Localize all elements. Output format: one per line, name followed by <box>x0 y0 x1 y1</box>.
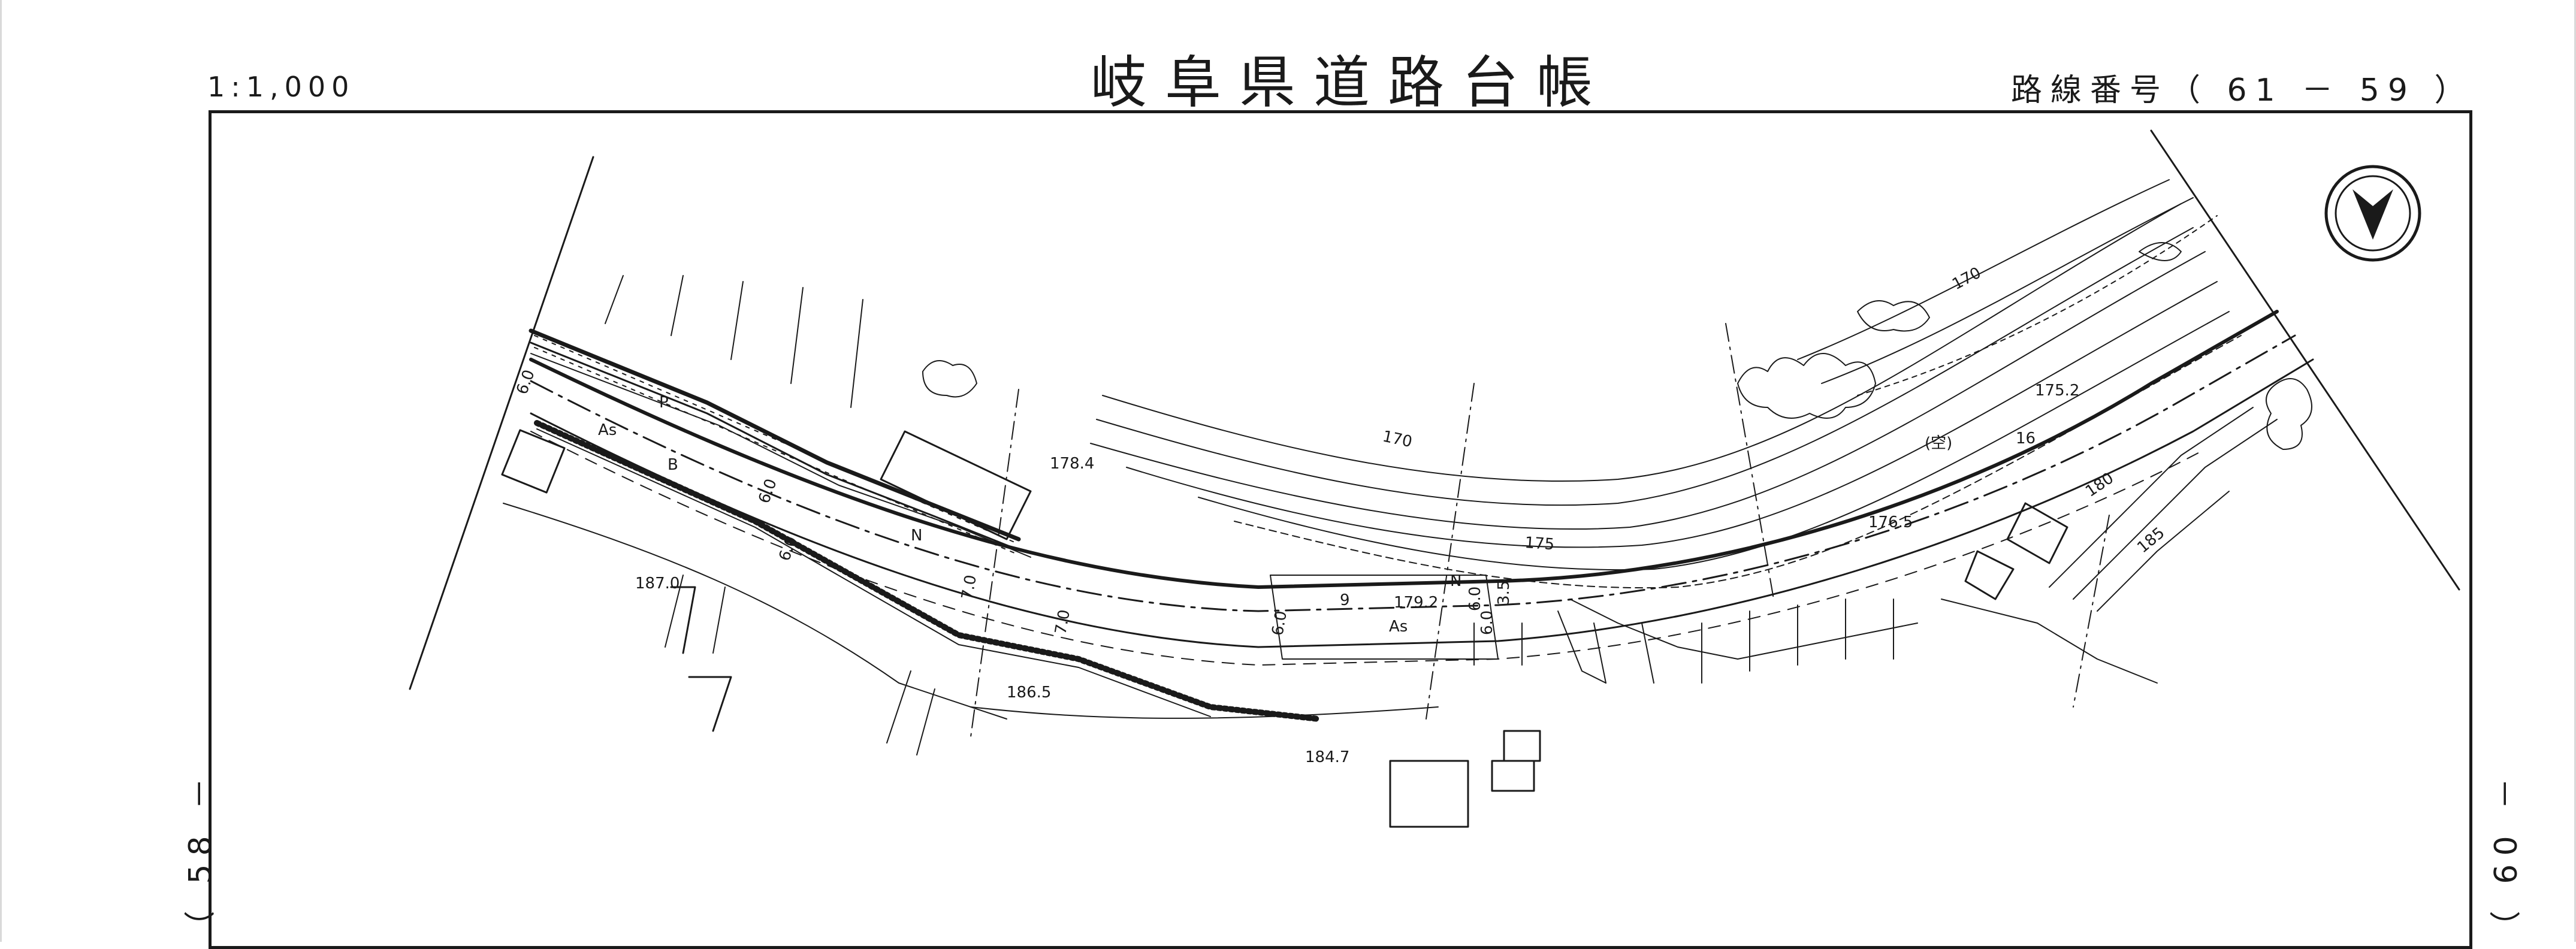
cut-line-right <box>2150 129 2460 591</box>
road-edge <box>529 328 1021 542</box>
terrain-southeast <box>1557 407 2278 684</box>
contour-lines <box>1090 179 2242 589</box>
north-arrow-icon <box>2324 165 2421 262</box>
parcel-lines <box>605 275 1894 755</box>
vegetation <box>922 242 2312 450</box>
page-edge-right <box>2574 0 2576 942</box>
road-width-label: 6.0 <box>1466 587 1484 611</box>
main-road-edge-north <box>529 310 2279 589</box>
elevation-point: 179.2 <box>1394 594 1438 612</box>
map-label: N <box>1450 572 1461 590</box>
contour-label: 185 <box>2134 524 2168 557</box>
elevation-point: 186.5 <box>1007 684 1051 702</box>
road-width-label: 6.0 <box>755 476 780 506</box>
pavement-hatch-top <box>534 335 1019 555</box>
road-width-label: 7.0 <box>1052 608 1074 636</box>
road-surface-label: As <box>598 421 617 439</box>
contour-label: 175 <box>1524 534 1556 554</box>
page-edge-left <box>0 0 2 942</box>
map-label: B <box>668 456 678 474</box>
section-lines <box>970 323 2110 738</box>
elevation-point: 184.7 <box>1305 748 1349 766</box>
elevation-point: 176.5 <box>1868 513 1913 531</box>
road-width-label: 6.0 <box>513 367 538 397</box>
contour-label: 180 <box>2082 469 2117 501</box>
road-edge <box>530 353 1031 558</box>
elevation-point: 178.4 <box>1050 455 1094 473</box>
map-label: 16 <box>2016 430 2036 448</box>
contour-label: 170 <box>1949 264 1984 294</box>
cut-line-left <box>409 156 594 690</box>
road-width-label: 7.0 <box>958 573 980 601</box>
road-width-label: 6.0 <box>1269 609 1291 637</box>
road-width-label: 3.5 <box>1495 581 1513 605</box>
road-surface-label: As <box>1389 618 1408 636</box>
road-width-label: 6.0 <box>1478 610 1496 635</box>
main-road-edge-south <box>530 358 2314 648</box>
pavement-hatch-bottom <box>534 420 1321 722</box>
contour-label: 170 <box>1381 428 1414 452</box>
main-road-dash <box>530 431 2206 666</box>
map-label: (空) <box>1925 434 1952 452</box>
map-label: P <box>659 394 669 412</box>
route-number: 路線番号（ 61 － 59 ） <box>2011 72 2474 108</box>
elevation-point: 187.0 <box>635 575 680 593</box>
culvert <box>1270 575 1499 660</box>
elevation-point: 175.2 <box>2035 382 2079 400</box>
page-title: 岐阜県道路台帳 <box>1091 50 1611 116</box>
scale-label: 1:1,000 <box>207 71 355 103</box>
road-width-label: 6.0 <box>775 534 801 563</box>
map-label: 9 <box>1340 591 1350 609</box>
main-road-centerline <box>530 334 2296 612</box>
building <box>501 429 2068 828</box>
road-edge <box>530 341 1020 551</box>
map-label: N <box>911 527 922 545</box>
